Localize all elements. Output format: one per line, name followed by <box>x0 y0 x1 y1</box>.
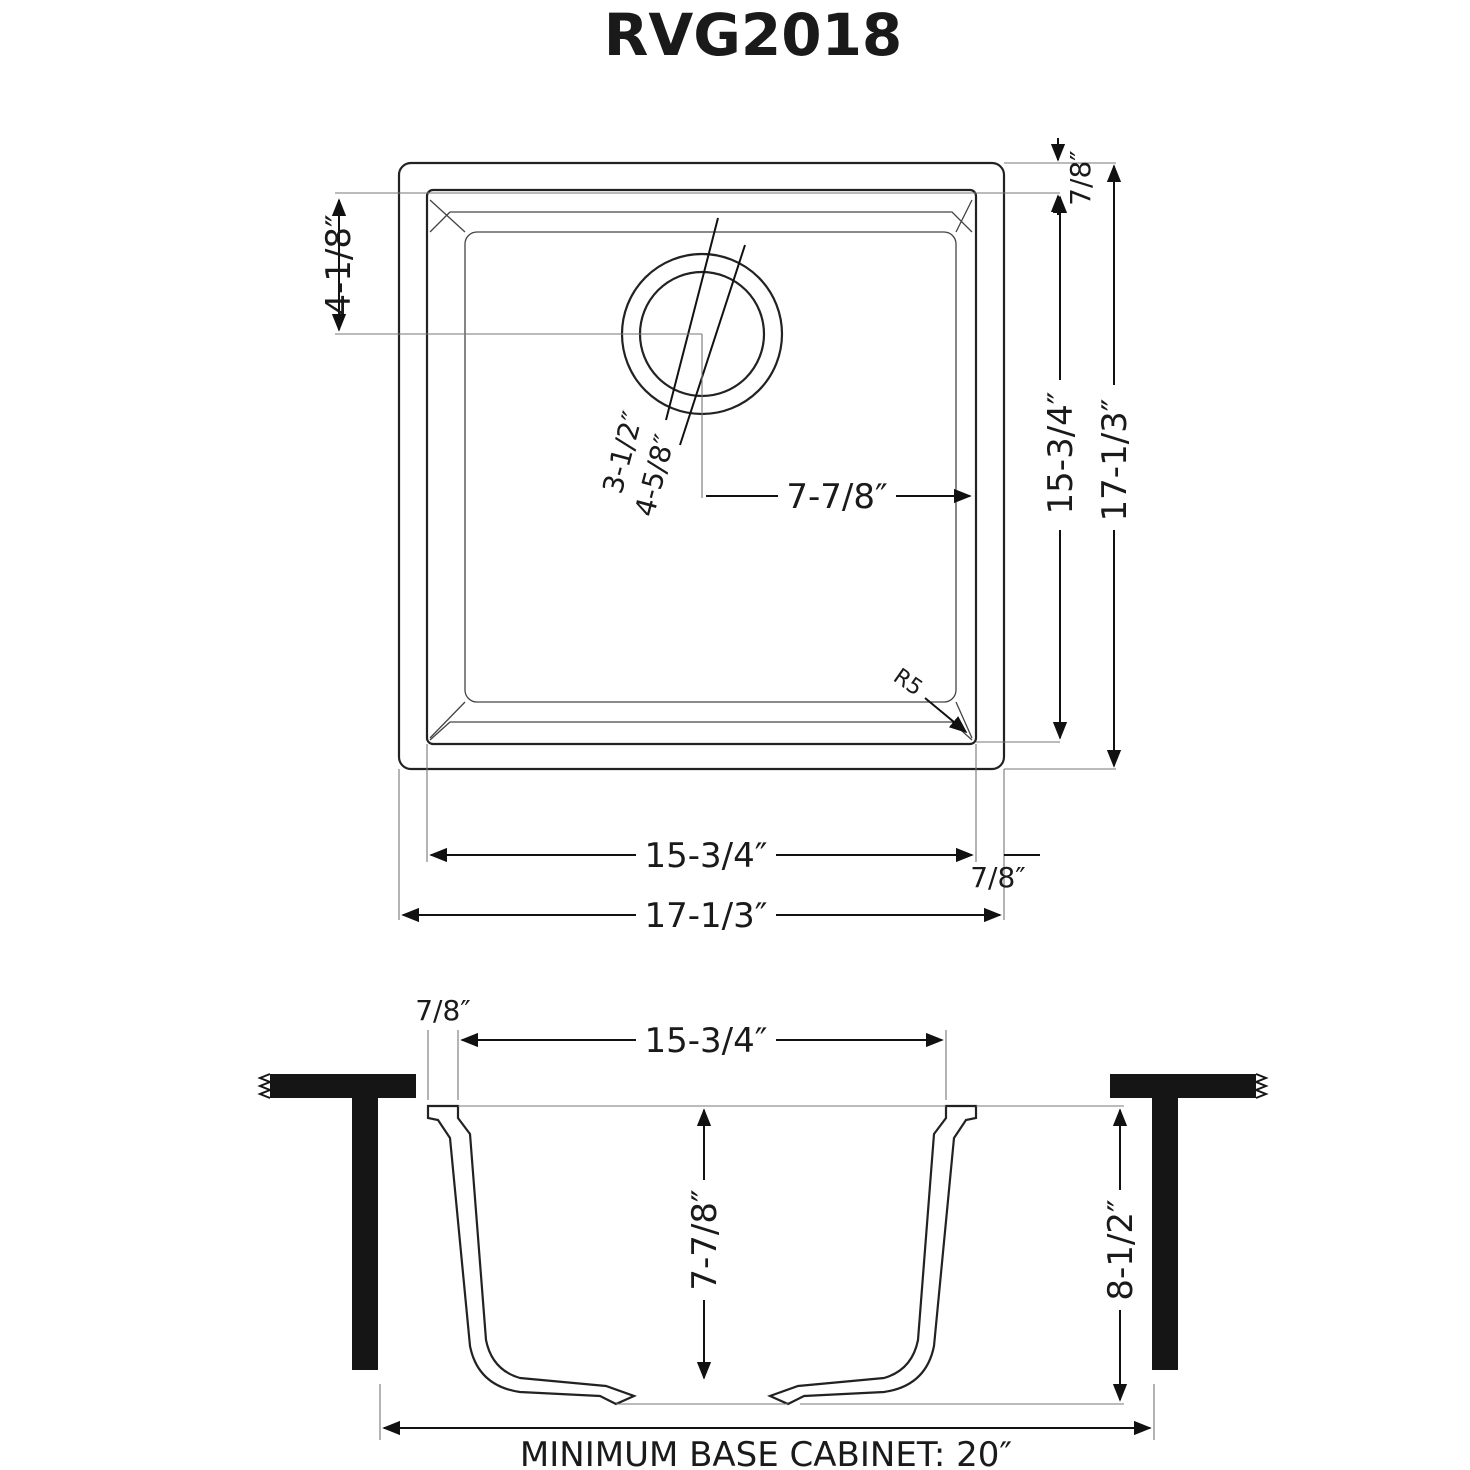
label-rim-right: 7/8″ <box>1064 150 1097 206</box>
label-side-rim-width: 7/8″ <box>415 994 471 1027</box>
drain-dia-line-1 <box>665 217 719 421</box>
countertop-right <box>1110 1074 1256 1098</box>
model-title: RVG2018 <box>604 1 903 69</box>
label-rim-bottom: 7/8″ <box>970 861 1026 894</box>
label-inner-height: 15-3/4″ <box>1041 392 1081 515</box>
label-drain-offset-top: 4-1/8″ <box>319 214 359 315</box>
sink-outer-rim <box>397 161 1006 771</box>
label-outer-depth: 8-1/2″ <box>1101 1199 1141 1300</box>
label-drain-offset-side: 7-7/8″ <box>786 477 887 517</box>
label-inner-depth: 7-7/8″ <box>685 1189 725 1290</box>
drain-dia-line-2 <box>679 244 746 446</box>
bevel-lines <box>429 211 973 741</box>
basin-floor <box>464 231 957 703</box>
label-min-cabinet: MINIMUM BASE CABINET: 20″ <box>520 1435 1012 1470</box>
top-view: 4-1/8″ 3-1/2″ 4-5/8″ 7-7/8″ R5 7/8″ 15-3… <box>319 138 1135 936</box>
label-outer-height: 17-1/3″ <box>1095 399 1135 522</box>
sink-profile-right <box>767 1104 978 1406</box>
countertop-left <box>270 1074 416 1098</box>
label-corner-radius: R5 <box>889 664 927 701</box>
label-outer-width: 17-1/3″ <box>645 896 768 936</box>
side-view: 15-3/4″ 7/8″ 7-7/8″ 8-1/2″ MINIMUM BASE … <box>257 994 1269 1470</box>
label-inner-width: 15-3/4″ <box>645 836 768 876</box>
cabinet-wall-left <box>352 1098 378 1370</box>
cabinet-wall-right <box>1152 1098 1178 1370</box>
sink-profile-left <box>426 1104 637 1406</box>
sink-inner-edge <box>425 188 978 746</box>
label-side-inner-width: 15-3/4″ <box>645 1021 768 1061</box>
